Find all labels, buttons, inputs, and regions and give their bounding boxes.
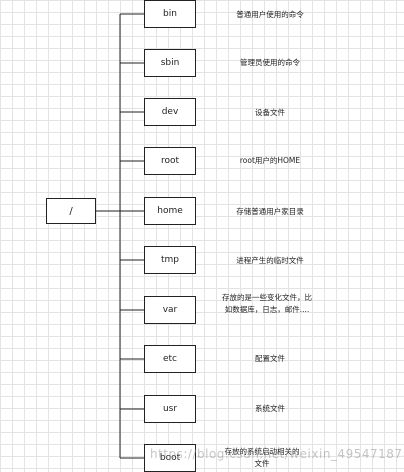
desc-boot: 存放的系统启动相关的文件 [224, 447, 300, 468]
desc-dev: 设备文件 [255, 108, 285, 117]
node-var: var [144, 296, 196, 324]
node-dev: dev [144, 98, 196, 126]
node-bin: bin [144, 0, 196, 28]
node-tmp: tmp [144, 246, 196, 274]
desc-etc: 配置文件 [255, 354, 285, 363]
root-directory-node: / [46, 198, 96, 224]
desc-root: root用户的HOME [239, 156, 301, 165]
node-sbin: sbin [144, 49, 196, 77]
node-boot: boot [144, 444, 196, 472]
desc-home: 存储普通用户家目录 [236, 207, 304, 216]
node-usr: usr [144, 395, 196, 423]
desc-usr: 系统文件 [255, 404, 285, 413]
desc-var: 存放的是一些变化文件，比如数据库，日志，邮件.... [222, 293, 312, 314]
desc-tmp: 进程产生的临时文件 [236, 256, 304, 265]
desc-sbin: 管理员使用的命令 [240, 58, 300, 67]
watermark-text: https://blog.csdn.net/weixin_49547187 [150, 447, 403, 461]
node-home: home [144, 197, 196, 225]
desc-bin: 普通用户使用的命令 [236, 10, 304, 19]
node-root: root [144, 147, 196, 175]
node-etc: etc [144, 345, 196, 373]
